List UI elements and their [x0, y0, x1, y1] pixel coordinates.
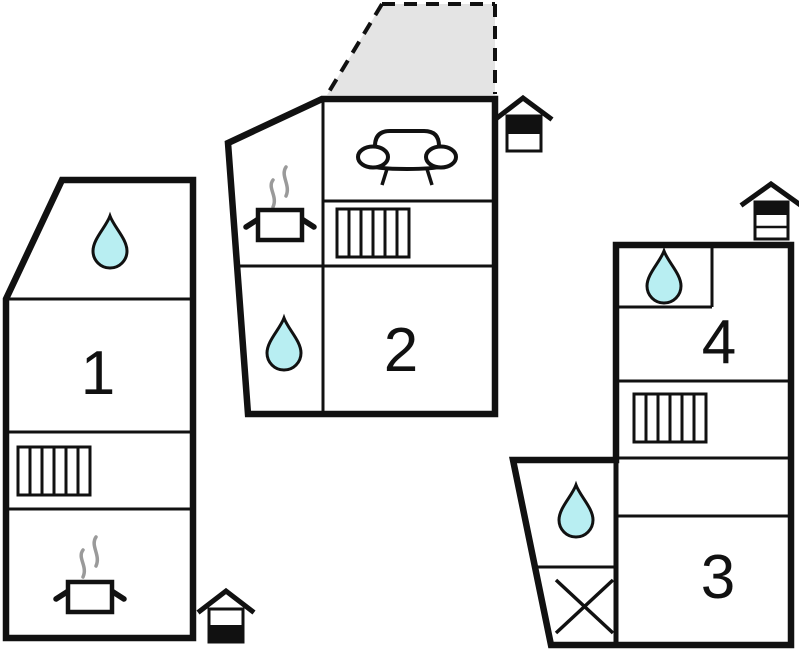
entrance-house-icon-unit1	[196, 587, 256, 644]
unit-2-inner-walls	[234, 99, 495, 414]
unit-3-4-inner-walls	[536, 245, 791, 569]
house-filled-storey	[755, 202, 788, 215]
house-roof	[739, 180, 799, 208]
house-body-outline	[753, 200, 790, 241]
entrance-house-icon-unit2	[493, 94, 554, 153]
entrance-house-icon-unit3	[739, 180, 799, 241]
unit-1: 1	[2, 176, 197, 642]
room-label-4: 4	[702, 308, 736, 377]
crossed-room-icon	[554, 578, 615, 635]
terrace-dashed-border	[325, 2, 497, 97]
cooking-pot-icon	[56, 582, 124, 612]
house-roof	[493, 94, 554, 122]
unit-3-4: 4 3	[509, 241, 795, 649]
stairs-icon	[632, 392, 708, 444]
house-body-outline	[207, 607, 245, 644]
house-filled-storey	[507, 116, 541, 134]
house-body-outline	[505, 114, 543, 153]
unit-1-outer-walls	[2, 176, 197, 642]
stairs-icon	[16, 445, 92, 497]
terrace-dashed-area	[325, 2, 497, 97]
cooking-pot-icon	[246, 210, 314, 240]
room-label-1: 1	[81, 339, 115, 408]
room-label-3: 3	[701, 543, 735, 612]
room-label-2: 2	[384, 316, 418, 385]
unit-2: 2	[224, 95, 499, 418]
house-filled-storey	[209, 625, 243, 642]
stairs-icon	[335, 207, 411, 259]
unit-1-inner-walls	[6, 297, 193, 511]
house-roof	[196, 587, 256, 615]
